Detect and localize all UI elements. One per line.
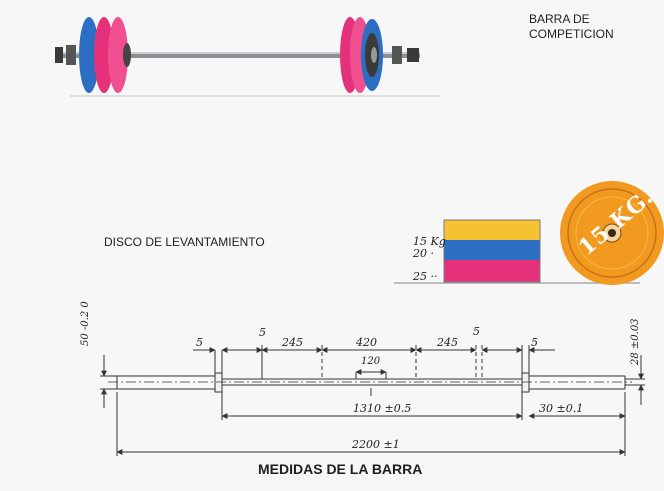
right-sleeve <box>528 375 626 390</box>
header-label-line2: COMPETICION <box>529 27 614 41</box>
left-plate-pink-1 <box>94 17 114 93</box>
plate-rim <box>567 188 657 278</box>
left-plate-hub <box>123 43 131 67</box>
left-plate-blue <box>79 17 99 93</box>
dim-label-right-inner-collar: 5 <box>473 325 480 338</box>
legend-swatch-yellow <box>444 220 540 240</box>
dim-label-inner-span: 245 <box>282 336 303 349</box>
right-collar <box>521 372 530 393</box>
barbell-bar-highlight <box>55 52 420 54</box>
dim-label-bar-diameter: 28 ±0.03 <box>630 318 641 365</box>
dim-label-sleeve-span: 1310 ±0.5 <box>353 402 412 415</box>
left-sleeve <box>116 375 216 390</box>
header-label: BARRA DE COMPETICION <box>529 12 614 42</box>
right-sleeve-lock <box>392 46 402 64</box>
legend-swatch-blue <box>444 240 540 260</box>
legend-label-25kg: 25 ·· <box>413 270 438 283</box>
legend-swatch-pink <box>444 260 540 282</box>
dim-label-center-mark: 120 <box>361 356 381 367</box>
legend-label-20kg: 20 · <box>413 247 434 260</box>
dim-label-inner-collar: 5 <box>259 326 266 339</box>
left-sleeve-lock <box>66 45 76 65</box>
dim-label-center-span: 420 <box>356 336 377 349</box>
disc-label: DISCO DE LEVANTAMIENTO <box>104 235 265 249</box>
dim-label-sleeve-length: 30 ±0.1 <box>539 402 584 415</box>
left-collar <box>214 372 223 393</box>
plate-inner-ring <box>575 196 649 270</box>
dim-label-left-collar: 5 <box>196 336 203 349</box>
header-label-line1: BARRA DE <box>529 12 590 26</box>
left-plate-pink-2 <box>108 17 128 93</box>
left-end-collar <box>55 47 63 63</box>
dim-label-total-length: 2200 ±1 <box>352 438 400 451</box>
diagram-caption: MEDIDAS DE LA BARRA <box>258 461 423 477</box>
dim-label-right-collar: 5 <box>531 336 538 349</box>
right-plate-hub <box>371 47 377 63</box>
plate-hole-icon <box>608 229 616 237</box>
legend-frame <box>443 219 541 283</box>
barbell-bar <box>55 52 420 58</box>
dim-label-sleeve-diameter: 50 -0.2 0 <box>80 301 91 346</box>
legend-label-15kg: 15 Kg <box>413 235 446 248</box>
dim-label-inner-span-right: 245 <box>437 336 458 349</box>
right-end-collar <box>407 48 419 62</box>
